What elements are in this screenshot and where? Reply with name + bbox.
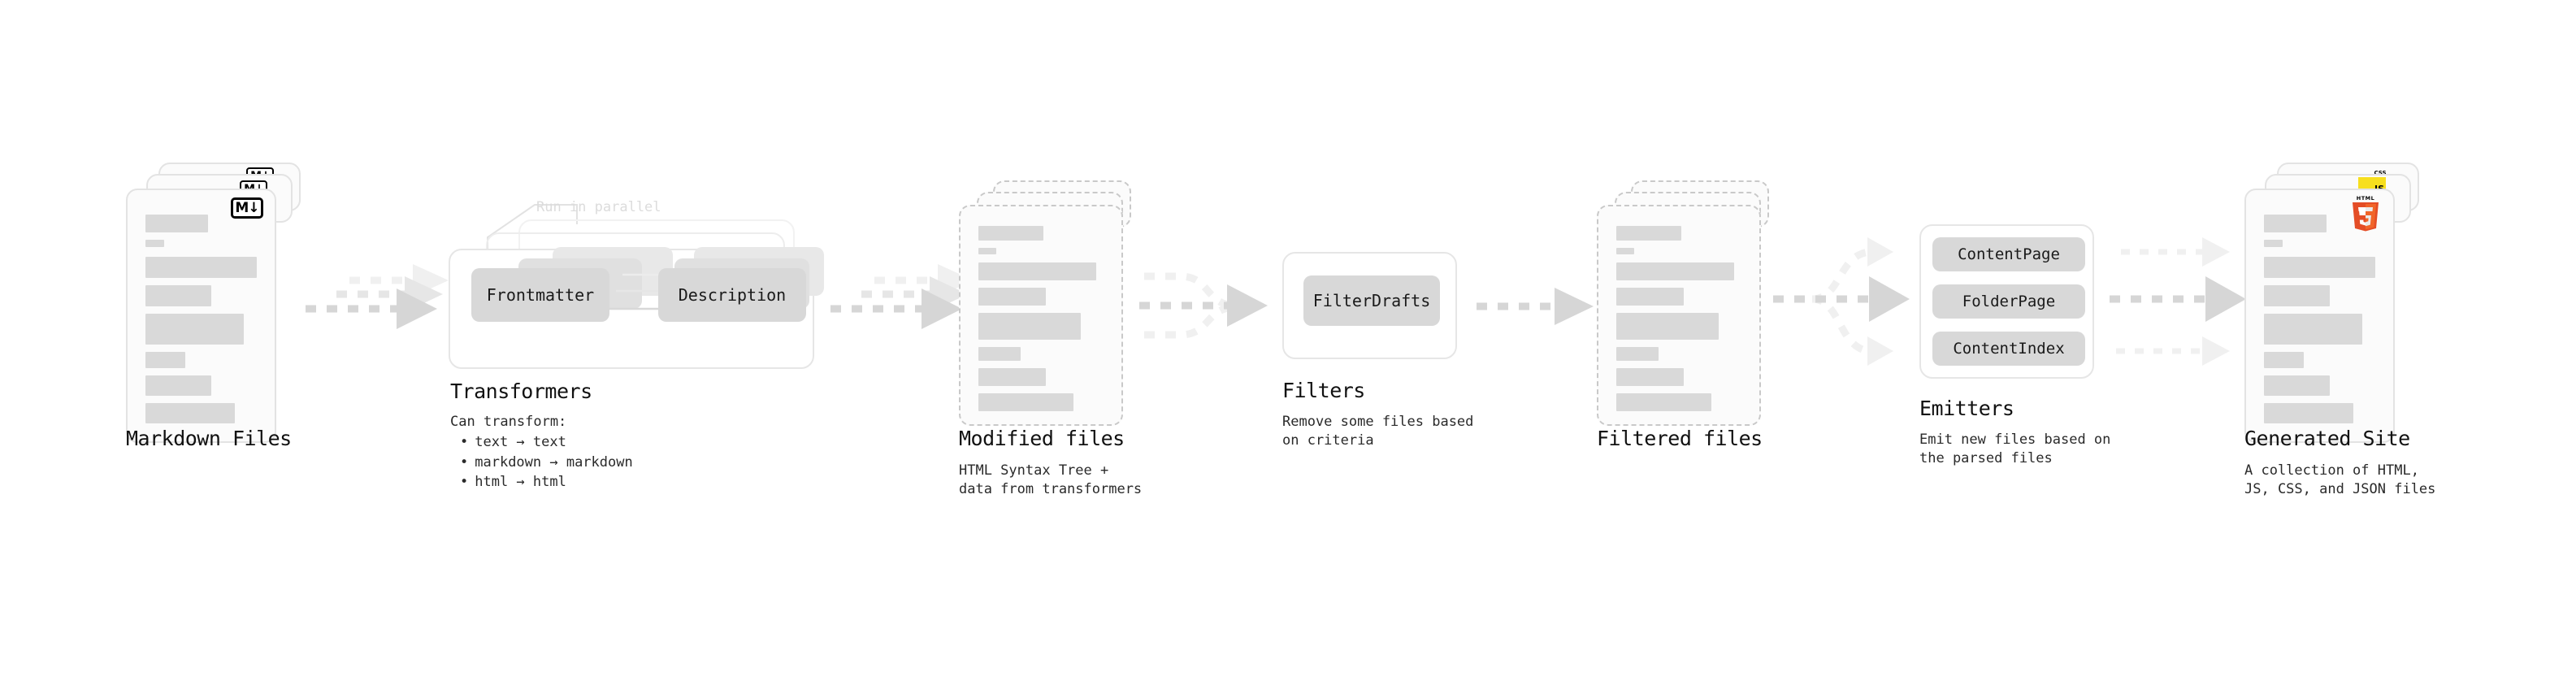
- emitters-title: Emitters: [1919, 397, 2014, 420]
- generated-site-title: Generated Site: [2244, 427, 2410, 450]
- modified-files-stack: [959, 180, 1134, 440]
- markdown-badge-front: M↓: [231, 197, 263, 219]
- css-badge-label: CSS: [2374, 170, 2387, 176]
- arrow-emitters-to-site: [2110, 237, 2246, 366]
- transformer-bullet-2: html → html: [460, 472, 633, 492]
- transformer-bullet-0: text → text: [460, 432, 633, 453]
- site-placeholder-lines: [2264, 215, 2375, 431]
- modified-placeholder-lines: [978, 226, 1104, 419]
- modified-files-title: Modified files: [959, 427, 1125, 450]
- transformers-title: Transformers: [450, 380, 592, 403]
- arrow-modified-to-filters: [1139, 272, 1268, 339]
- emitter-pill-contentindex[interactable]: ContentIndex: [1932, 332, 2085, 366]
- filtered-sheet-front: [1597, 205, 1761, 426]
- filtered-files-title: Filtered files: [1597, 427, 1763, 450]
- filtered-files-stack: [1597, 180, 1772, 440]
- markdown-sheet-front: [126, 189, 276, 443]
- transformers-description-heading: Can transform:: [450, 414, 567, 430]
- filters-group: FilterDrafts: [1282, 252, 1457, 359]
- markdown-files-title: Markdown Files: [126, 427, 292, 450]
- filters-title: Filters: [1282, 379, 1365, 402]
- filters-description: Remove some files based on criteria: [1282, 414, 1474, 449]
- transformers-group: Frontmatter Description: [449, 219, 830, 374]
- site-sheet-front: [2244, 189, 2395, 443]
- filter-pill-filterdrafts[interactable]: FilterDrafts: [1303, 275, 1440, 326]
- generated-site-description: A collection of HTML, JS, CSS, and JSON …: [2244, 462, 2436, 498]
- arrow-filtered-to-emitters: [1773, 237, 1910, 366]
- transformer-bullet-1: markdown → markdown: [460, 453, 632, 473]
- arrow-filters-to-filtered: [1477, 288, 1594, 325]
- markdown-placeholder-lines: [145, 215, 257, 431]
- emitter-pill-contentpage[interactable]: ContentPage: [1932, 237, 2085, 271]
- transformer-pill-frontmatter[interactable]: Frontmatter: [471, 268, 609, 322]
- modified-files-description: HTML Syntax Tree + data from transformer…: [959, 462, 1143, 498]
- generated-site-stack: CSS JS HTML: [2244, 163, 2419, 443]
- transformer-pill-description[interactable]: Description: [658, 268, 806, 322]
- arrow-transformers-to-modified: [830, 264, 974, 329]
- html5-badge-icon: HTML: [2353, 195, 2379, 232]
- transformers-bullets: text → text markdown → markdown html → h…: [450, 432, 633, 492]
- emitter-pill-folderpage[interactable]: FolderPage: [1932, 284, 2085, 319]
- markdown-files-stack: M↓ M↓ M↓: [126, 163, 301, 443]
- modified-sheet-front: [959, 205, 1123, 426]
- emitters-description: Emit new files based on the parsed files: [1919, 432, 2111, 467]
- run-in-parallel-label: Run in parallel: [536, 199, 661, 215]
- emitters-group: ContentPage FolderPage ContentIndex: [1919, 224, 2094, 379]
- arrow-markdown-to-transformers: [306, 264, 449, 329]
- filtered-placeholder-lines: [1616, 226, 1741, 419]
- svg-text:HTML: HTML: [2357, 195, 2374, 202]
